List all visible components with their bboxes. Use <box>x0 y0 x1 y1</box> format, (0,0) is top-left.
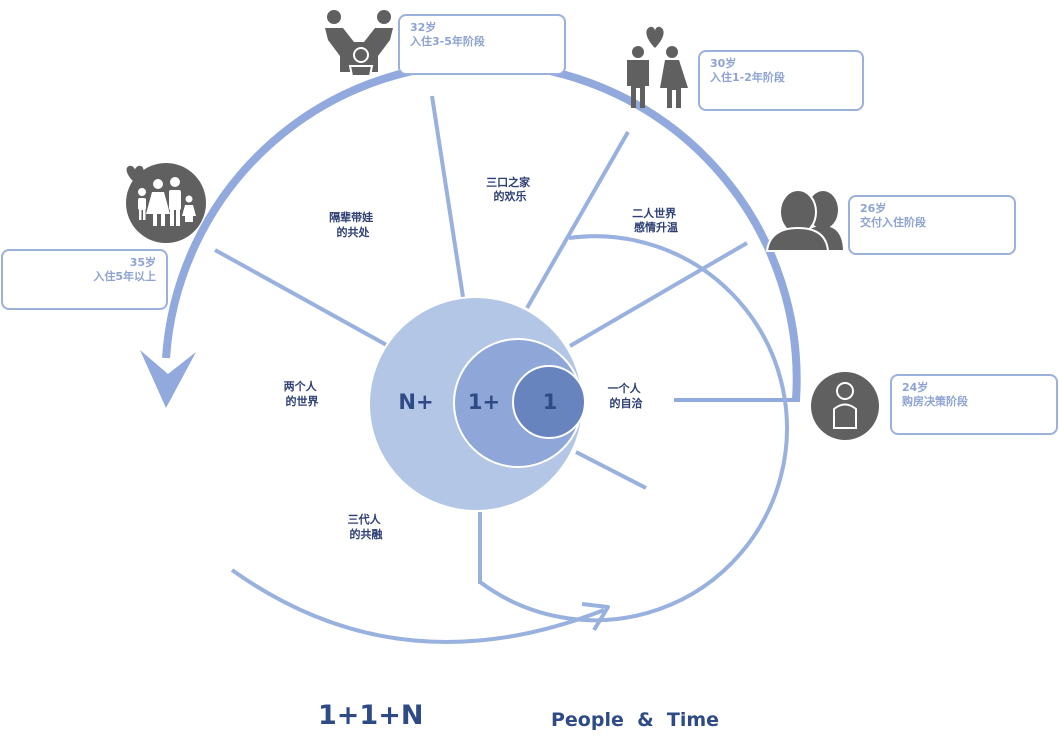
family-heart-icon <box>126 163 206 243</box>
stage-box-26: 26岁 交付入住阶段 <box>848 195 1016 255</box>
single-person-icon <box>811 372 879 440</box>
family-hug-icon <box>325 10 393 77</box>
bottom-arrow <box>230 568 605 644</box>
stage-age: 32岁 <box>410 21 437 34</box>
circle-inner-label: 1 <box>543 390 558 414</box>
stage-text: 入住3-5年阶段 <box>410 35 485 48</box>
diagram-subtitle: People & Time <box>551 709 720 731</box>
time-arc-arrowhead <box>140 350 196 408</box>
segment-label: 三代人 的共融 <box>348 512 385 541</box>
spokes <box>214 95 749 490</box>
couple-silhouette-icon <box>765 189 843 252</box>
circle-middle-label: 1+ <box>468 390 500 414</box>
stage-box-35: 35岁 入住5年以上 <box>1 249 168 310</box>
stage-text: 入住1-2年阶段 <box>710 71 785 84</box>
segment-label: 隔辈带娃 的共处 <box>329 210 377 239</box>
circle-inner <box>512 365 586 439</box>
stage-box-32: 32岁 入住3-5年阶段 <box>398 14 566 75</box>
segment-label: 一个人 的自洽 <box>608 381 645 410</box>
stage-text: 购房决策阶段 <box>902 395 968 408</box>
stage-text: 交付入住阶段 <box>860 216 926 229</box>
bottom-arrowhead <box>581 602 610 632</box>
segment-label: 三口之家 的欢乐 <box>486 175 534 203</box>
segment-label: 两个人 的世界 <box>284 379 321 408</box>
circle-outer-label: N+ <box>398 390 433 414</box>
stage-age: 26岁 <box>860 202 887 215</box>
stage-age: 35岁 <box>129 256 156 269</box>
couple-heart-icon <box>627 26 688 108</box>
inner-wheel-arc <box>478 234 789 623</box>
stage-box-30: 30岁 入住1-2年阶段 <box>698 50 864 111</box>
stage-text: 入住5年以上 <box>93 270 156 283</box>
stage-age: 24岁 <box>902 381 929 394</box>
stage-age: 30岁 <box>710 57 737 70</box>
stage-box-24: 24岁 购房决策阶段 <box>890 374 1058 435</box>
diagram-title: 1+1+N <box>318 700 424 731</box>
segment-label: 二人世界 感情升温 <box>632 206 680 234</box>
